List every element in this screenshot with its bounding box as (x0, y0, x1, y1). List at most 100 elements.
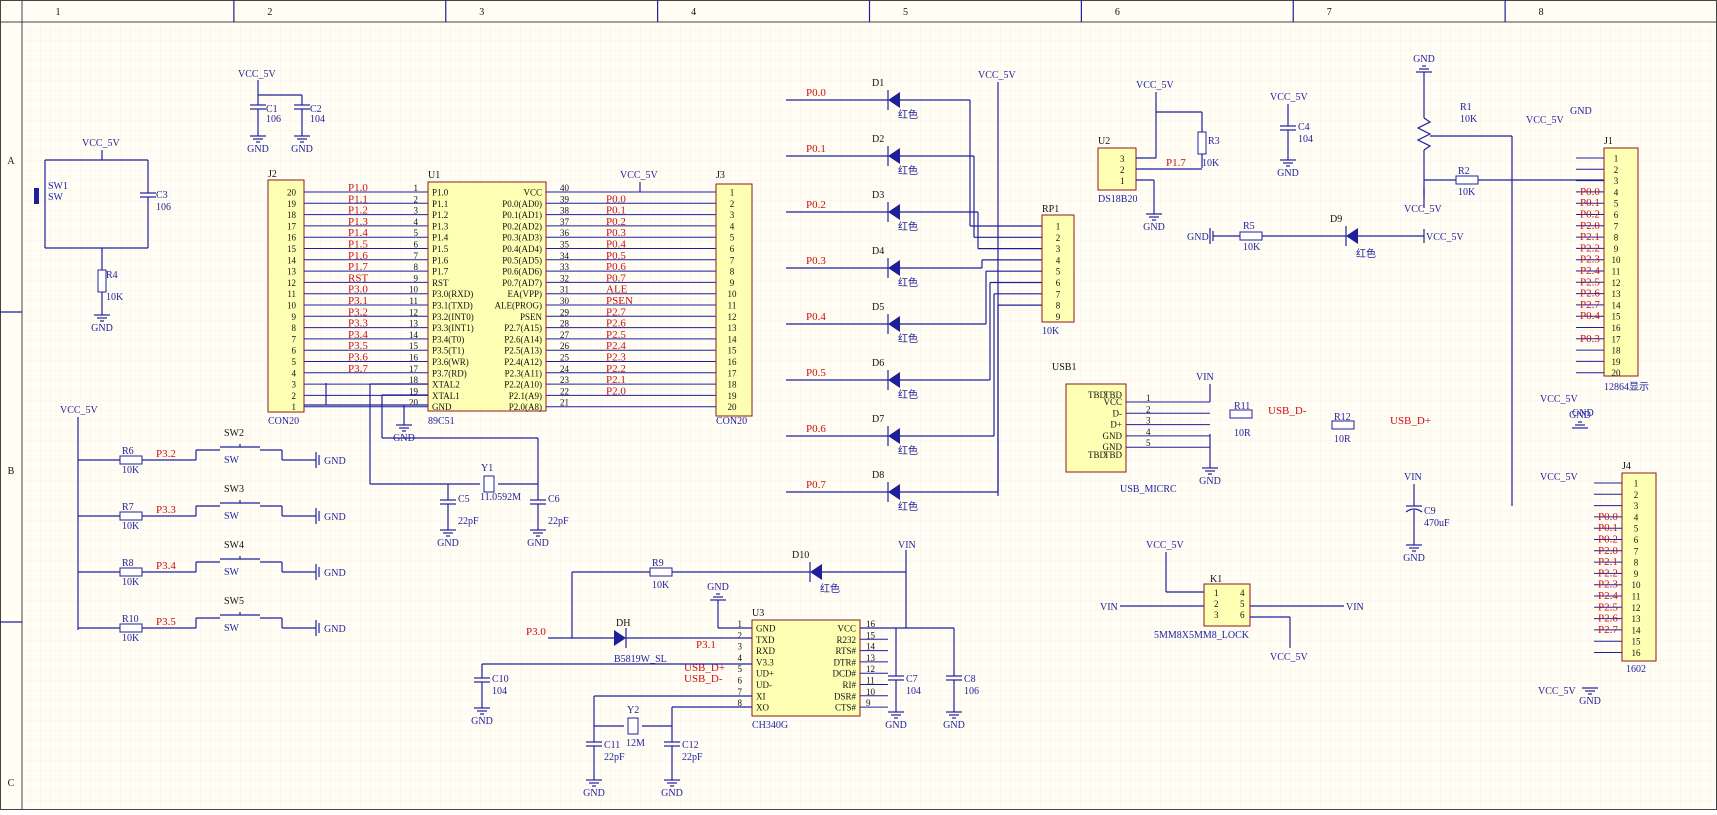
u3-pin-number: 15 (866, 630, 876, 640)
gnd-label: GND (91, 323, 113, 334)
j3-pin-number: 7 (730, 255, 735, 265)
j1-net: P0.1 (1580, 197, 1600, 209)
key-resistor (119, 511, 143, 521)
j2-pin-number: 5 (292, 357, 297, 367)
key-net: P3.3 (156, 504, 176, 516)
usb-pin-number: 1 (1146, 393, 1151, 403)
y1-ref: Y1 (481, 463, 493, 474)
u3-part: CH340G (752, 720, 788, 731)
c1-ref: C1 (266, 104, 278, 115)
led-net: P0.1 (806, 143, 826, 155)
mcu-pin-name: P3.7(RD) (432, 368, 467, 378)
usb-pin-name: D- (1113, 408, 1123, 418)
mcu-pin-number: 30 (560, 296, 570, 306)
j1-pin-number: 9 (1614, 244, 1619, 254)
r12-val: 10R (1334, 434, 1351, 445)
key-resistor (119, 567, 143, 577)
c4-ref: C4 (1298, 122, 1310, 133)
j4-pin-number: 11 (1632, 592, 1641, 602)
mcu-vcc-label: VCC_5V (620, 170, 659, 181)
d10-ref: D10 (792, 550, 809, 561)
mcu-right-net: P2.7 (606, 306, 626, 318)
c9-vin-label: VIN (1404, 472, 1422, 483)
j1-net: P2.4 (1580, 265, 1600, 277)
mcu-body (427, 181, 547, 412)
j3-ref: J3 (716, 170, 725, 181)
j1-pin-number: 17 (1612, 334, 1622, 344)
rp1-ref: RP1 (1042, 204, 1059, 215)
c1c2-vcc-label: VCC_5V (238, 69, 277, 80)
mcu-pin-number: 22 (560, 386, 569, 396)
j3-pin-number: 13 (728, 323, 738, 333)
d9-color: 红色 (1356, 247, 1376, 260)
mcu-pin-number: 5 (414, 228, 419, 238)
j1-pin-number: 12 (1612, 278, 1621, 288)
c5-gnd: GND (437, 529, 459, 549)
j1-pin-number: 18 (1612, 346, 1622, 356)
led-anode-icon (888, 204, 900, 220)
led-ref: D6 (872, 358, 884, 369)
c11-gnd: GND (583, 779, 605, 799)
c9-gnd: GND (1403, 544, 1425, 564)
j2-pin-number: 18 (287, 210, 297, 220)
c4-val: 104 (1298, 134, 1313, 145)
mcu-pin-name: XTAL1 (432, 391, 460, 401)
key-gnd: GND (324, 568, 346, 579)
j4-net: P2.6 (1598, 613, 1618, 625)
u3-pin-name: R232 (836, 635, 856, 645)
key-resistor-val: 10K (122, 465, 140, 476)
key-ref: SW3 (224, 484, 244, 495)
usb-tbd: TBD (1104, 390, 1123, 400)
j1-pin-number: 20 (1612, 368, 1622, 378)
j3-pin-number: 1 (730, 188, 735, 198)
mcu-pin-name: ALE(PROG) (495, 301, 543, 311)
j4-pin-number: 4 (1634, 512, 1639, 522)
u3-body (751, 619, 861, 717)
led-anode-icon (888, 372, 900, 388)
j1-net: P0.2 (1580, 209, 1600, 221)
j4-pin-number: 9 (1634, 569, 1639, 579)
c10-gnd: GND (471, 707, 493, 727)
j2-pin-number: 10 (287, 301, 297, 311)
u3-net-p31: P3.1 (696, 639, 716, 651)
mcu-pin-name: P3.4(T0) (432, 334, 464, 344)
led-color: 红色 (898, 444, 918, 457)
gnd-label: GND (1277, 168, 1299, 179)
j1-net: P2.1 (1580, 231, 1600, 243)
u2-pin2: 2 (1120, 165, 1125, 175)
c10-ref: C10 (492, 674, 509, 685)
j4-net: P2.2 (1598, 567, 1618, 579)
led-color: 红色 (898, 164, 918, 177)
u3-pin-number: 6 (738, 676, 743, 686)
d10-vin-label: VIN (898, 540, 916, 551)
y1-val: 11.0592M (480, 492, 521, 503)
mcu-pin-name: P2.0(A8) (509, 402, 542, 412)
led-ref: D2 (872, 134, 884, 145)
j2-pin-number: 6 (292, 346, 297, 356)
usb-dm-net: USB_D- (1268, 405, 1307, 417)
mcu-pin-number: 11 (409, 296, 418, 306)
mcu-pin-number: 40 (560, 183, 570, 193)
u3-pin-number: 5 (738, 664, 743, 674)
mcu-pin-number: 21 (560, 398, 569, 408)
j4-ref: J4 (1622, 461, 1631, 472)
mcu-pin-name: P1.7 (432, 267, 449, 277)
rp1-pin-number: 6 (1056, 278, 1061, 288)
mcu-left-net: P1.3 (348, 216, 368, 228)
j3-pin-number: 14 (728, 334, 738, 344)
usb-tbd: TBD (1104, 450, 1123, 460)
dh-part: B5819W_SL (614, 654, 667, 665)
mcu-pin-name: P1.2 (432, 210, 448, 220)
j1-pin-number: 2 (1614, 165, 1619, 175)
rp1-pin-number: 4 (1056, 255, 1061, 265)
usb-pin-name: D+ (1110, 420, 1122, 430)
mcu-pin-number: 7 (414, 251, 419, 261)
k1-pin-number: 4 (1240, 588, 1245, 598)
u3-pin-number: 1 (738, 619, 743, 629)
led-color: 红色 (898, 276, 918, 289)
u3-pin-name: VCC (837, 624, 856, 634)
led-anode-icon (888, 148, 900, 164)
gnd-label: GND (1569, 410, 1591, 421)
j2-body (267, 179, 305, 413)
mcu-pin-name: XTAL2 (432, 380, 460, 390)
